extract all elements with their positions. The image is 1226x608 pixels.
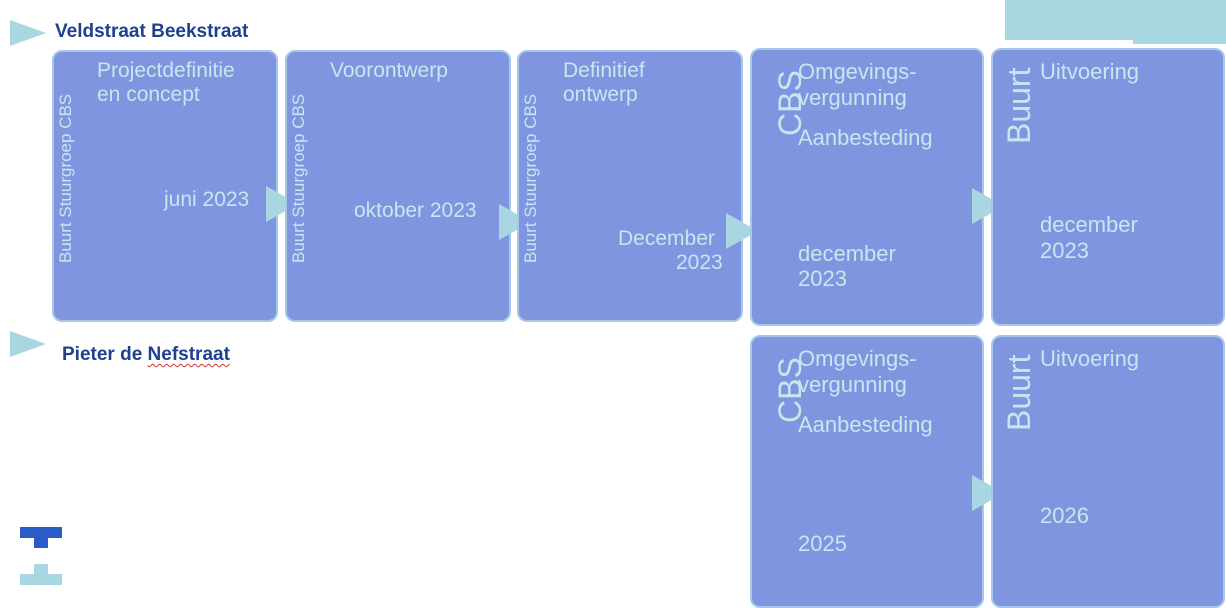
- step-7-label: Uitvoering: [1040, 346, 1140, 371]
- step-uitvoering: [991, 48, 1225, 326]
- step-5-side-label: Buurt: [1001, 67, 1037, 144]
- section-1-title: Veldstraat Beekstraat: [55, 21, 249, 42]
- step-omgevingsvergunning: [750, 48, 984, 326]
- corner-decoration: [1005, 0, 1226, 40]
- step-1-label-line-2: en concept: [97, 83, 200, 106]
- step-1-label-line-1: Projectdefinitie: [97, 59, 235, 82]
- step-7-side-label: Buurt: [1001, 354, 1037, 431]
- step-4-date-line-2: 2023: [798, 266, 847, 291]
- step-3-date-line-1: December: [618, 228, 715, 249]
- step-7-date: 2026: [1040, 503, 1089, 528]
- step-3-label-line-1: Definitief: [563, 59, 645, 82]
- step-1-side-label: Buurt Stuurgroep CBS: [56, 93, 75, 263]
- section-2-title: Pieter de Nefstraat: [62, 344, 230, 365]
- step-3-date-line-2: 2023: [676, 251, 723, 274]
- step-4-label-line-1: Omgevings-: [798, 59, 917, 84]
- step-2-date: oktober 2023: [354, 199, 477, 222]
- step-6-label-line-1: Omgevings-: [798, 346, 917, 371]
- step-2-label: Voorontwerp: [330, 59, 448, 82]
- step-6-label-line-2: vergunning: [798, 372, 907, 397]
- step-voorontwerp: [285, 50, 511, 322]
- step-4-date-line-1: december: [798, 241, 896, 266]
- step-3-side-label: Buurt Stuurgroep CBS: [521, 93, 540, 263]
- step-5-label: Uitvoering: [1040, 59, 1140, 84]
- step-omgevingsvergunning-2: [750, 335, 984, 608]
- step-1-date: juni 2023: [164, 188, 250, 211]
- step-5-date-line-1: december: [1040, 212, 1138, 237]
- step-5-date-line-2: 2023: [1040, 238, 1089, 263]
- step-projectdefinitie: [52, 50, 278, 322]
- step-3-label-line-2: ontwerp: [563, 83, 638, 106]
- step-6-label-2: Aanbesteding: [798, 412, 933, 437]
- section-2-marker-icon: [10, 331, 46, 357]
- step-definitief-ontwerp: [517, 50, 743, 322]
- logo: [20, 527, 62, 587]
- step-4-label-2: Aanbesteding: [798, 125, 933, 150]
- step-2-side-label: Buurt Stuurgroep CBS: [289, 93, 308, 263]
- step-uitvoering-2: [991, 335, 1225, 608]
- corner-decoration-tab: [1133, 40, 1226, 44]
- section-1-marker-icon: [10, 20, 46, 46]
- step-4-label-line-2: vergunning: [798, 85, 907, 110]
- step-6-date: 2025: [798, 531, 847, 556]
